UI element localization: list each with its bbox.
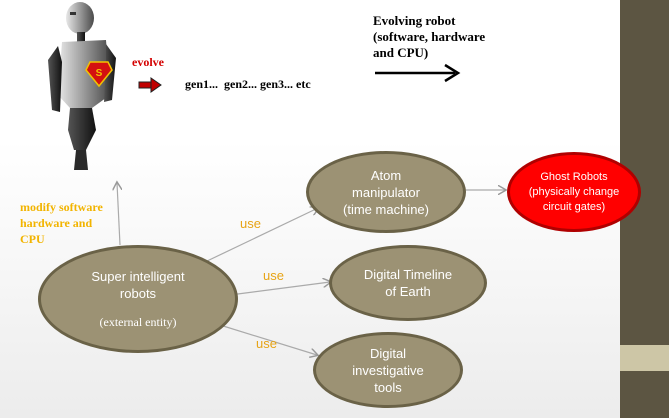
super-line-3: (external entity) xyxy=(99,314,177,329)
svg-text:S: S xyxy=(96,68,103,79)
node-ghost-robots: Ghost Robots (physically change circuit … xyxy=(507,152,641,232)
node-digital-investigative-tools: Digital investigative tools xyxy=(313,332,463,408)
evolve-arrow-icon xyxy=(138,77,162,93)
evolving-line-2: (software, hardware xyxy=(373,29,486,44)
tools-line-1: Digital xyxy=(369,345,407,361)
robot-illustration: S xyxy=(48,2,116,170)
atom-line-1: Atom xyxy=(370,167,402,183)
node-digital-timeline: Digital Timeline of Earth xyxy=(329,245,487,321)
super-line-1: Super intelligent xyxy=(91,268,185,284)
timeline-line-2: of Earth xyxy=(385,284,431,299)
ghost-line-3: circuit gates) xyxy=(542,200,606,213)
edge-super-to-atom xyxy=(204,208,318,263)
timeline-line-1: Digital Timeline xyxy=(363,267,453,282)
evolving-line-3: and CPU) xyxy=(373,45,429,60)
use-label-1: use xyxy=(240,216,261,231)
evolve-label: evolve xyxy=(132,55,164,69)
generations-text: gen1... gen2... gen3... etc xyxy=(185,77,311,91)
evolving-line-1: Evolving robot xyxy=(373,13,456,28)
tools-line-3: tools xyxy=(374,379,402,395)
edge-super-to-timeline xyxy=(229,282,330,296)
modify-line-1: modify software xyxy=(20,200,103,214)
node-atom-manipulator: Atom manipulator (time machine) xyxy=(306,151,466,233)
edge-super-to-robot xyxy=(117,183,120,246)
evolving-robot-text: Evolving robot (software, hardware and C… xyxy=(373,13,485,61)
ghost-line-1: Ghost Robots xyxy=(540,170,608,183)
modify-line-3: CPU xyxy=(20,232,45,246)
modify-line-2: hardware and xyxy=(20,216,93,230)
evolving-arrow-icon xyxy=(375,63,461,83)
use-label-3: use xyxy=(256,336,277,351)
use-label-2: use xyxy=(263,268,284,283)
edge-super-to-tools xyxy=(219,324,317,355)
atom-line-2: manipulator xyxy=(352,184,420,200)
decorative-sidebar-band xyxy=(620,345,669,371)
node-super-intelligent-robots: Super intelligent robots (external entit… xyxy=(38,245,238,353)
super-line-2: robots xyxy=(119,285,157,301)
tools-line-2: investigative xyxy=(352,362,424,378)
ghost-line-2: (physically change xyxy=(528,185,620,198)
atom-line-3: (time machine) xyxy=(343,201,429,217)
modify-text: modify software hardware and CPU xyxy=(20,199,103,247)
